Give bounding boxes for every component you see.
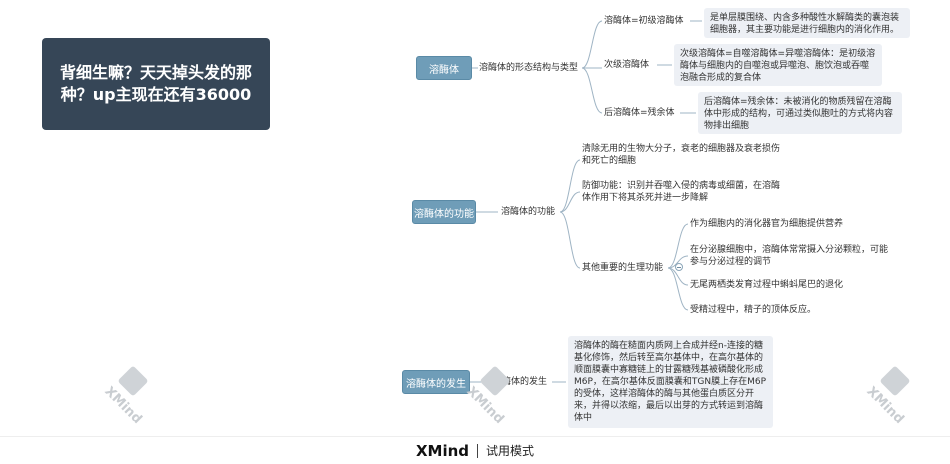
function-other-physiological[interactable]: 其他重要的生理功能 bbox=[582, 263, 664, 273]
other-function-item[interactable]: 无尾两栖类发育过程中蝌蚪尾巴的退化 bbox=[690, 280, 844, 290]
footer-brand: XMind bbox=[415, 441, 470, 460]
other-function-item[interactable]: 受精过程中，精子的顶体反应。 bbox=[690, 305, 817, 315]
collapse-toggle[interactable] bbox=[675, 263, 683, 271]
other-function-item[interactable]: 在分泌腺细胞中，溶酶体常常摄入分泌颗粒，可能参与分泌过程的调节 bbox=[690, 245, 889, 267]
topic-residual-body[interactable]: 后溶酶体=残余体 bbox=[604, 108, 675, 118]
subtopic-lysosome-origin[interactable]: 溶酶体的发生 bbox=[493, 377, 548, 387]
trial-footer: XMind 试用模式 bbox=[0, 436, 950, 464]
detail-lysosome-origin[interactable]: 溶酶体的酶在糙面内质网上合成并经n-连接的糖基化修饰，然后转至高尔基体中，在高尔… bbox=[568, 336, 773, 428]
function-clearance[interactable]: 清除无用的生物大分子，衰老的细胞器及衰老损伤和死亡的细胞 bbox=[582, 144, 781, 166]
topic-primary-lysosome[interactable]: 溶酶体=初级溶酶体 bbox=[604, 16, 684, 26]
main-topic-lysosome[interactable]: 溶酶体 bbox=[416, 56, 472, 80]
other-function-item[interactable]: 作为细胞内的消化器官为细胞提供营养 bbox=[690, 219, 844, 229]
function-defense[interactable]: 防御功能：识别并吞噬入侵的病毒或细菌，在溶酶体作用下将其杀死并进一步降解 bbox=[582, 181, 781, 203]
detail-secondary-lysosome[interactable]: 次级溶酶体=自噬溶酶体=异噬溶酶体：是初级溶酶体与细胞内的自噬泡或异噬泡、胞饮泡… bbox=[674, 44, 882, 86]
main-topic-lysosome-function[interactable]: 溶酶体的功能 bbox=[412, 200, 476, 224]
footer-divider bbox=[477, 443, 479, 458]
subtopic-lysosome-function[interactable]: 溶酶体的功能 bbox=[501, 207, 556, 217]
footer-mode: 试用模式 bbox=[486, 444, 535, 458]
detail-primary-lysosome[interactable]: 是单层膜围绕、内含多种酸性水解酶类的囊泡装细胞器，其主要功能是进行细胞内的消化作… bbox=[704, 8, 910, 38]
central-topic[interactable]: 背细生嘛？天天掉头发的那种？up主现在还有36000 bbox=[42, 38, 270, 130]
main-topic-lysosome-origin[interactable]: 溶酶体的发生 bbox=[402, 370, 470, 394]
topic-secondary-lysosome[interactable]: 次级溶酶体 bbox=[604, 60, 650, 70]
subtopic-morphology-types[interactable]: 溶酶体的形态结构与类型 bbox=[479, 63, 579, 73]
detail-residual-body[interactable]: 后溶酶体=残余体：未被消化的物质残留在溶酶体中形成的结构，可通过类似胞吐的方式将… bbox=[698, 92, 902, 134]
